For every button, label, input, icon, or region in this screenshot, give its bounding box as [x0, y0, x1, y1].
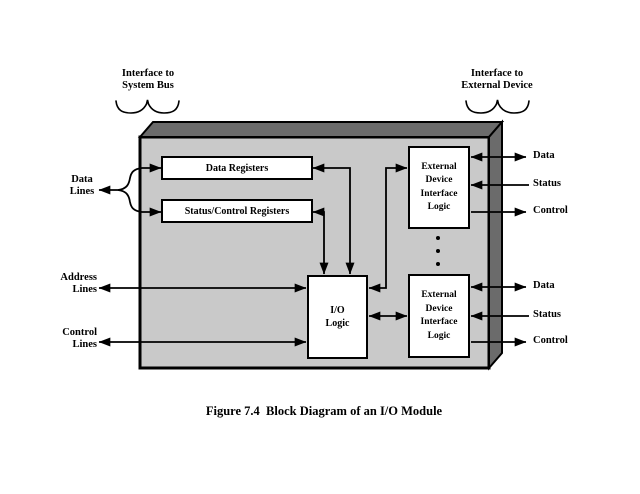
address-lines-line2: Lines [72, 284, 97, 295]
system-bus-annotation: Interface to System Bus [88, 68, 208, 92]
data-registers-label: Data Registers [205, 162, 269, 174]
data-lines-fork-upper-arrow [98, 163, 162, 195]
device1-status-label: Status [533, 178, 562, 189]
io-logic-label: I/O Logic [308, 276, 367, 358]
external-device-interface-2-box [408, 274, 470, 358]
edil2-line2: Device [425, 303, 453, 314]
ellipsis-dot [436, 236, 440, 240]
external-device-interface-2-label: External Device Interface Logic [409, 275, 469, 357]
io-logic-line1: I/O [330, 304, 345, 316]
system-bus-annotation-line2: System Bus [122, 80, 174, 91]
io-module-right-face [488, 119, 503, 371]
external-device-interface-1-box [408, 146, 470, 229]
device2-data-label: Data [533, 280, 555, 291]
address-lines-line1: Address [60, 272, 97, 283]
data-registers-box [161, 156, 313, 180]
io-logic-box [307, 275, 368, 359]
external-device-annotation-line1: Interface to [470, 68, 524, 79]
data-lines-label: Data Lines [42, 174, 122, 198]
control-lines-label: Control Lines [17, 327, 97, 351]
data-registers-io-logic-arrow [312, 163, 355, 275]
edil1-line4: Logic [427, 202, 451, 212]
io-module-top-face [137, 121, 505, 138]
ellipsis-dot [436, 249, 440, 253]
data-lines-line1: Data [71, 174, 93, 185]
status-control-registers-box [161, 199, 313, 223]
device1-data-label: Data [533, 150, 555, 161]
system-bus-brace [115, 99, 180, 114]
edil2-line1: External [421, 290, 457, 300]
device2-status-label: Status [533, 309, 562, 320]
edil1-line3: Interface [420, 188, 458, 199]
address-lines-label: Address Lines [17, 272, 97, 296]
edil1-line2: Device [425, 175, 453, 185]
control-lines-line1: Control [62, 327, 97, 338]
edil1-line1: External [421, 161, 457, 172]
status-control-registers-label: Status/Control Registers [184, 205, 290, 217]
data-lines-fork-lower-arrow [117, 189, 162, 217]
io-logic-device1-arrow [368, 163, 408, 293]
figure-caption: Figure 7.4 Block Diagram of an I/O Modul… [205, 404, 443, 418]
control-lines-line2: Lines [72, 339, 97, 350]
external-device-brace [465, 99, 530, 114]
system-bus-annotation-line1: Interface to [121, 68, 175, 79]
external-device-interface-1-label: External Device Interface Logic [409, 147, 469, 228]
external-device-annotation-line2: External Device [461, 80, 533, 91]
external-device-annotation: Interface to External Device [437, 68, 557, 92]
ellipsis-dot [436, 262, 440, 266]
io-logic-line2: Logic [325, 318, 350, 329]
vertical-ellipsis [436, 236, 440, 266]
status-control-registers-io-logic-arrow [312, 207, 329, 275]
edil2-line3: Interface [420, 317, 458, 327]
edil2-line4: Logic [427, 330, 451, 341]
data-lines-line2: Lines [69, 186, 95, 197]
device2-control-label: Control [533, 335, 568, 346]
device1-control-label: Control [533, 205, 568, 216]
